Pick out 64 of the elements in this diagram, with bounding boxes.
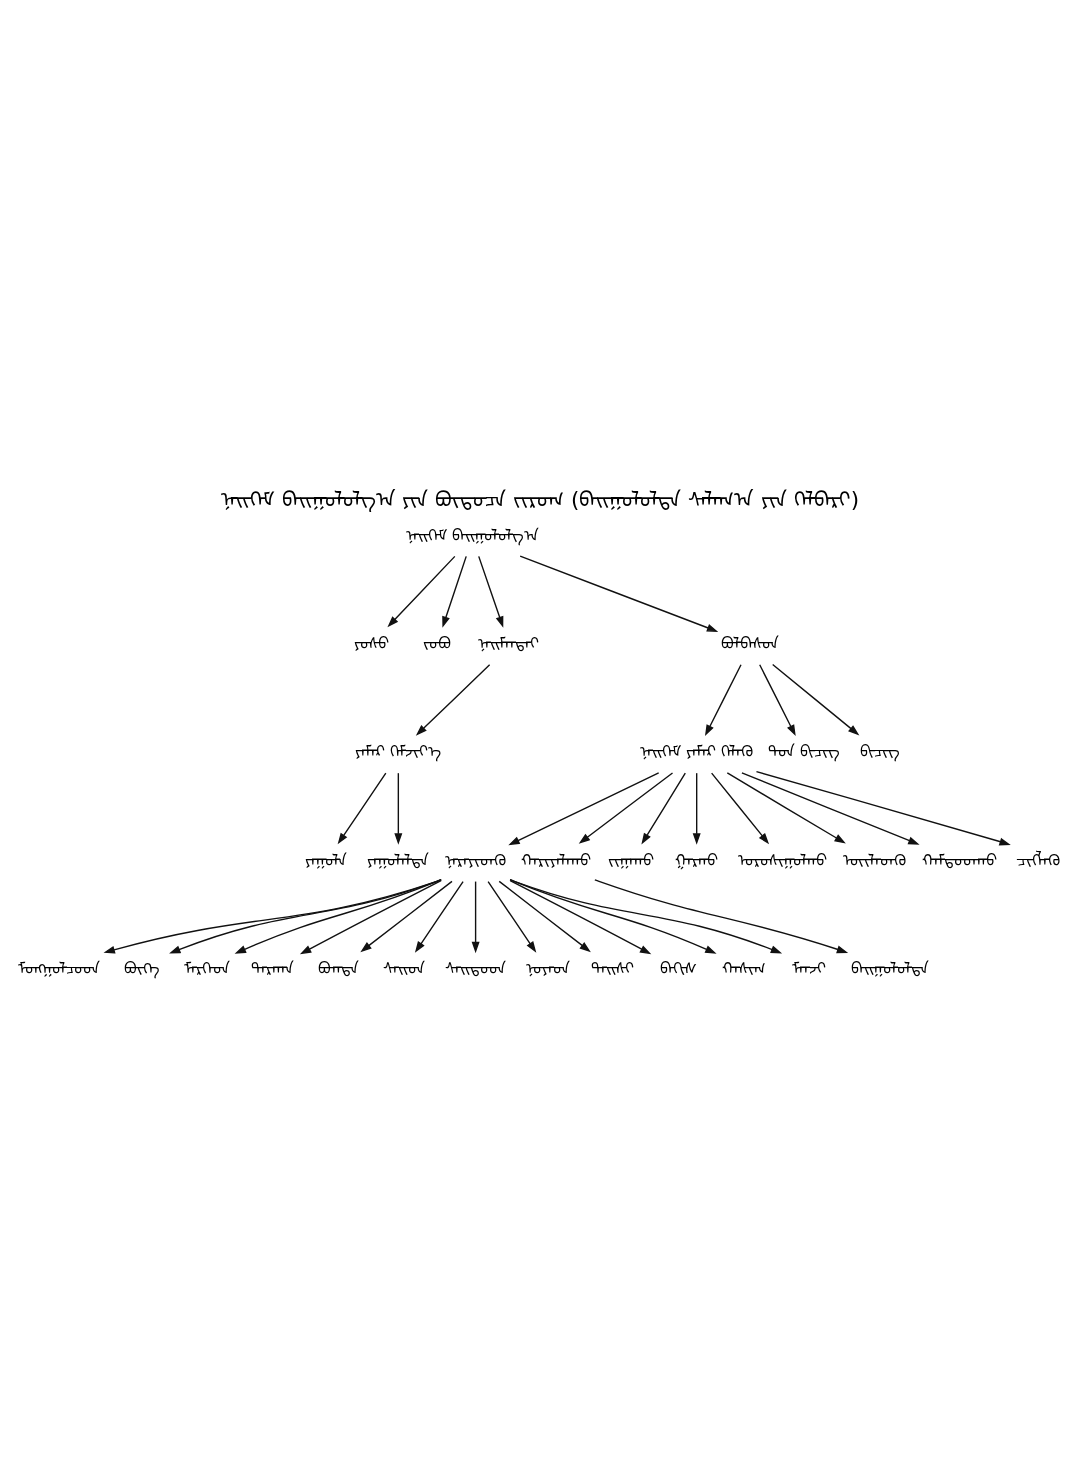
arrow [487, 880, 537, 953]
node-text: ᠵᠣᠪᠣ [422, 633, 451, 653]
node-text: ᠮᠣᠩᠭᠣᠯᠴᠤᠳ [18, 959, 101, 979]
node-text: ᠦᠢᠯᠡᠳᠬᠦ [843, 850, 907, 870]
node-text: ᠭᠠᠷᠬᠤ [675, 850, 719, 870]
node-text: ᠳᠠᠷᠬᠠᠨ [251, 959, 295, 979]
node-text: ᠬᠠᠰᠢᠭ [721, 959, 766, 979]
node-text: ᠶᠠᠭᠤᠯᠠᠯᠲᠠ [367, 850, 430, 870]
node-text: ᠪᠠᠢᠭᠤᠯᠤᠯᠲᠠ [850, 959, 929, 979]
node-text: ᠳᠤᠨ ᠪᠢᠴᠢᠭ [767, 742, 841, 762]
node-text: ᠶᠠᠭᠤᠯᠠ [305, 850, 348, 870]
arrow [498, 880, 591, 953]
arrow [394, 772, 403, 845]
node-text: ᠨᠡᠷᠡᠶᠢᠳᠬᠦ [445, 850, 507, 870]
arrow [726, 772, 846, 844]
arrow [692, 772, 701, 845]
node-text: ᠣᠷᠣᠰᠢᠭᠤᠯᠬᠤ [738, 850, 828, 870]
arrow [478, 555, 504, 628]
node-text: ᠶᠣᠰᠣ [354, 633, 389, 653]
arrow [337, 772, 387, 845]
arrow [509, 880, 652, 955]
arrow [578, 772, 674, 844]
node-text: ᠰᠠᠢᠳ [382, 959, 425, 979]
arrow [415, 664, 491, 736]
arrow [641, 772, 686, 845]
node-text: ᠨᠡᠢᠭᠡᠮ ᠪᠠᠢᠭᠤᠯᠤᠯᠭ᠎ᠠ [405, 525, 539, 545]
node-text: ᠴᠢᠭᠯᠡᠬᠦ [1015, 850, 1060, 870]
arrow [755, 770, 1011, 846]
node-text: ᠪᠣᠯᠪᠠᠰᠤᠨ [721, 633, 780, 653]
arrow [299, 880, 442, 955]
arrow [387, 555, 456, 628]
arrow [509, 879, 783, 954]
node-text: ᠲᠠᠢᠰᠢ [591, 959, 635, 979]
diagram-title: ᠨᠡᠢᠭᠡᠮ ᠪᠠᠢᠭᠤᠯᠤᠯᠭ᠎ᠠ ᠶᠢᠨ ᠪᠦᠲᠦᠴᠡ ᠵᠢᠷᠤᠭ (ᠪᠠᠢᠭᠤᠯᠤᠯᠲᠠ ᠰᠠᠯᠠᠭ᠎ᠠ ᠶᠢᠨ ᠬᠡᠯᠪᠡᠷᠢ) [220, 486, 860, 512]
arrow [710, 772, 770, 845]
node-text: ᠪᠥᠭᠡ [123, 959, 160, 979]
arrow [103, 879, 442, 954]
arrow [471, 880, 480, 954]
node-text: ᠵᠢᠭᠠᠬᠤ [608, 850, 655, 870]
node-text: ᠶᠠᠮᠠᠷ ᠬᠡᠮᠵᠢᠶ᠎ᠡ [355, 742, 442, 762]
arrow [414, 880, 464, 953]
arrow [519, 555, 719, 632]
node-text: ᠬᠠᠷᠢᠶᠠᠯᠠᠬᠤ [521, 850, 592, 870]
node-text: ᠪᠢᠴᠢᠭ [860, 742, 901, 762]
arrow [594, 879, 849, 954]
node-text: ᠮᠠᠨᠵᠢ [792, 959, 827, 979]
node-text: ᠰᠠᠢᠳᠤᠳ [445, 959, 507, 979]
arrow [509, 878, 717, 954]
node-text: ᠮᠡᠷᠭᠡᠳ [184, 959, 231, 979]
node-text: ᠬᠠᠮᠳᠤᠳᠬᠤ [922, 850, 998, 870]
arrow [169, 879, 442, 954]
node-text: ᠨᠡᠢᠭᠡᠮ ᠶᠠᠮᠠᠷ ᠬᠡᠯᠡᠬᠦ [640, 742, 754, 762]
arrow [771, 663, 860, 736]
node-text: ᠪᠣᠭᠳᠠ [317, 959, 359, 979]
arrow [360, 880, 453, 953]
arrow [741, 772, 920, 845]
arrow [508, 772, 660, 846]
arrow [234, 878, 442, 954]
arrow [759, 664, 796, 737]
node-text: ᠪᠡᠭᠢᠰ [659, 959, 697, 979]
arrow [704, 664, 742, 737]
node-text: ᠨᠠᠢᠮᠠᠨᠲᠠᠢ [478, 633, 540, 653]
node-text: ᠨᠣᠶᠠᠳ [525, 959, 570, 979]
arrow [442, 555, 467, 628]
